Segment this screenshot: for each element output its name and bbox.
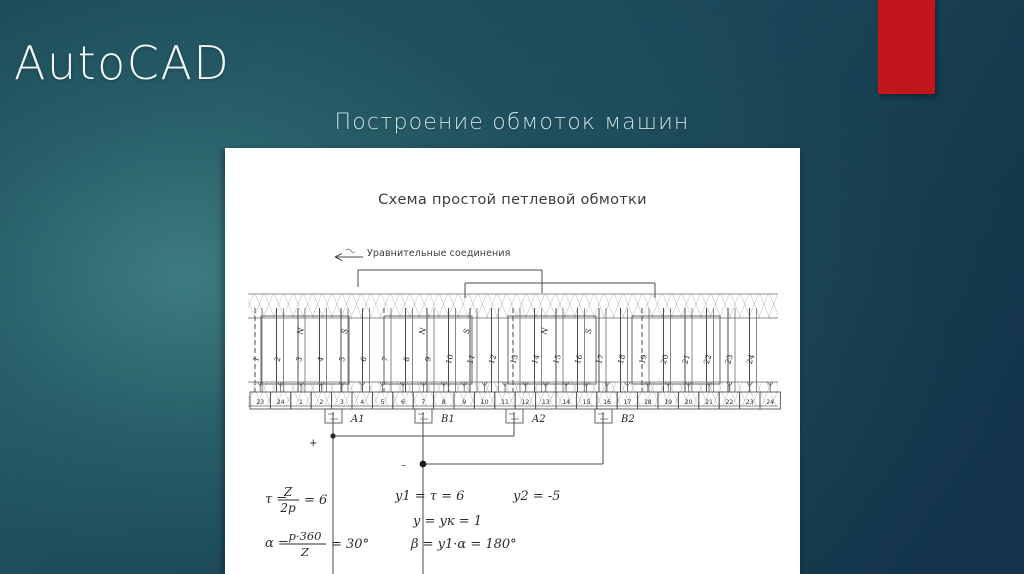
commutator-bar-number: 20 [685, 399, 693, 406]
terminal-wiring [330, 412, 604, 574]
slot-number: 10 [444, 353, 456, 365]
slot-number: 19 [637, 353, 649, 365]
commutator-bar-number: 17 [623, 399, 631, 406]
svg-text:p·360: p·360 [289, 529, 322, 543]
slot-number: 20 [659, 353, 671, 365]
coil-groups [260, 315, 721, 385]
slot-number: 21 [680, 353, 692, 365]
commutator-bar-number: 9 [462, 399, 466, 406]
commutator-bar-number: 18 [644, 399, 652, 406]
commutator-bar-number: 8 [442, 399, 446, 406]
slide-subtitle: Построение обмоток машин [334, 110, 690, 135]
accent-block [878, 0, 935, 94]
slot-number: 15 [551, 353, 563, 365]
brush-label: A1 [350, 414, 365, 425]
figure-card: Схема простой петлевой обмотки Уравнител… [225, 148, 800, 574]
svg-text:α =: α = [265, 536, 289, 551]
commutator-bar-number: 15 [583, 399, 591, 406]
slot-number: 7 [380, 355, 390, 363]
commutator-bar-number: 23 [256, 399, 264, 406]
slot-bars [254, 308, 757, 392]
commutator-bar-number: 1 [299, 399, 303, 406]
commutator-bar-number: 22 [725, 399, 733, 406]
svg-text:2p: 2p [279, 501, 296, 515]
commutator-bar-number: 14 [562, 399, 570, 406]
slot-number: 23 [723, 353, 735, 365]
formula-alpha: α = p·360 Z = 30° [265, 529, 369, 559]
commutator-bar-number: 19 [664, 399, 672, 406]
bottom-end-winding-band [248, 381, 778, 407]
terminal-minus-label: – [401, 460, 406, 471]
figure-title: Схема простой петлевой обмотки [378, 192, 647, 208]
slot-number: 4 [316, 355, 326, 363]
svg-text:τ =: τ = [265, 492, 287, 507]
commutator-bar-number: 7 [421, 399, 425, 406]
pole-mark: N [539, 326, 550, 336]
commutator-bar-number: 11 [501, 399, 509, 406]
slot-number: 14 [530, 353, 542, 365]
commutator-bar-number: 21 [705, 399, 713, 406]
commutator-risers [256, 381, 774, 392]
pole-mark: N [295, 326, 306, 336]
formula-block: τ = Z 2p = 6 y1 = τ = 6 y2 = -5 y = yк =… [265, 485, 560, 559]
left-arrow-icon [334, 248, 363, 261]
pole-mark: S [584, 327, 594, 335]
pole-mark: S [462, 327, 472, 335]
slot-number: 6 [359, 355, 369, 363]
pole-mark: N [417, 326, 428, 336]
commutator-bar-number: 16 [603, 399, 611, 406]
equalizer-connections-label: Уравнительные соединения [367, 248, 511, 259]
top-end-winding-band [248, 293, 778, 319]
slot-number: 22 [702, 353, 714, 365]
deck-title: AutoCAD [14, 36, 231, 90]
slot-number: 11 [465, 353, 477, 365]
svg-text:Z: Z [283, 485, 293, 499]
slot-number: 1 [251, 356, 261, 363]
commutator-bar [759, 391, 781, 410]
formula-y2: y2 = -5 [512, 489, 560, 504]
commutator-bar-number: 10 [481, 399, 489, 406]
slot-number: 9 [423, 355, 433, 363]
commutator-bar-number: 2 [319, 399, 323, 406]
formula-beta: β = y1·α = 180° [410, 537, 517, 552]
slot-number: 3 [294, 355, 304, 363]
slot-number: 24 [745, 353, 757, 365]
commutator-bar-number: 6 [401, 399, 405, 406]
commutator-bar-number: 4 [360, 399, 364, 406]
commutator-bar-number: 5 [381, 399, 385, 406]
slot-number: 8 [402, 355, 412, 363]
terminal-plus-label: + [309, 438, 317, 449]
pole-mark: S [340, 327, 350, 335]
brush-label: A2 [531, 414, 546, 425]
svg-text:= 6: = 6 [304, 493, 327, 508]
slot-number: 18 [616, 353, 628, 365]
formula-yk: y = yк = 1 [412, 514, 482, 529]
commutator-bar-number: 13 [542, 399, 550, 406]
svg-text:Z: Z [300, 545, 310, 559]
commutator-bar-number: 23 [746, 399, 754, 406]
commutator-bar-number: 24 [277, 399, 285, 406]
slot-number: 17 [594, 353, 606, 365]
brush-label: B2 [620, 414, 635, 425]
brush-assembly: A1 B1 A2 B2 [324, 408, 635, 425]
slot-number: 12 [487, 353, 499, 365]
slot-number: 16 [573, 353, 585, 365]
commutator-bar-number: 3 [340, 399, 344, 406]
commutator-bar-number: 24 [766, 399, 774, 406]
svg-text:= 30°: = 30° [331, 537, 369, 552]
formula-tau: τ = Z 2p = 6 [265, 485, 327, 515]
formula-y1: y1 = τ = 6 [394, 489, 464, 504]
slot-number: 13 [508, 353, 520, 365]
slot-number: 5 [337, 355, 347, 363]
brush-label: B1 [440, 414, 455, 425]
slot-number: 2 [273, 355, 283, 363]
commutator-bar-number: 12 [521, 399, 529, 406]
